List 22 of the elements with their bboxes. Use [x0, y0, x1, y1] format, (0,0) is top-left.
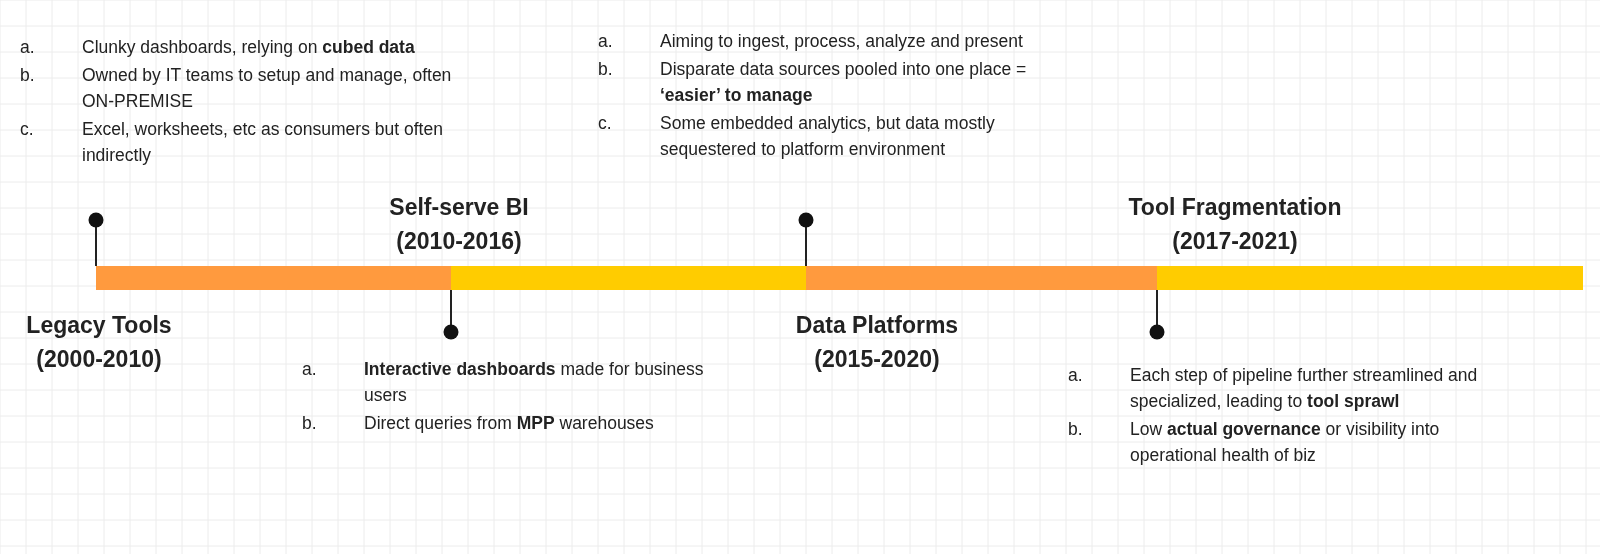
list-marker: b. [302, 413, 317, 433]
list-item-text: Direct queries from MPP warehouses [364, 412, 655, 435]
list-marker: a. [302, 359, 317, 379]
list-marker: a. [20, 37, 35, 57]
era-heading: Tool Fragmentation (2017-2021) [1127, 193, 1343, 256]
list-marker: b. [598, 59, 613, 79]
era-heading: Self-serve BI (2010-2016) [388, 193, 530, 256]
list-item-text: Disparate data sources pooled into one place = ‘easier’ to manage [660, 58, 1028, 107]
era-heading: Data Platforms (2015-2020) [794, 311, 960, 374]
era-heading: Legacy Tools (2000-2010) [25, 311, 173, 374]
list-marker: a. [1068, 365, 1083, 385]
list-marker: c. [598, 113, 612, 133]
list-item-text: Some embedded analytics, but data mostly sequestered to platform environment [660, 112, 996, 161]
list-item-text: Excel, worksheets, etc as consumers but often indirectly [82, 118, 444, 167]
list-marker: b. [20, 65, 35, 85]
list-marker: c. [20, 119, 34, 139]
list-marker: b. [1068, 419, 1083, 439]
list-marker: a. [598, 31, 613, 51]
list-item-text: Low actual governance or visibility into operational health of biz [1130, 418, 1441, 467]
list-item-text: Aiming to ingest, process, analyze and present [660, 30, 1024, 53]
list-item-text: Owned by IT teams to setup and manage, often ON-PREMISE [82, 64, 453, 113]
list-item-text: Clunky dashboards, relying on cubed data [82, 36, 416, 59]
